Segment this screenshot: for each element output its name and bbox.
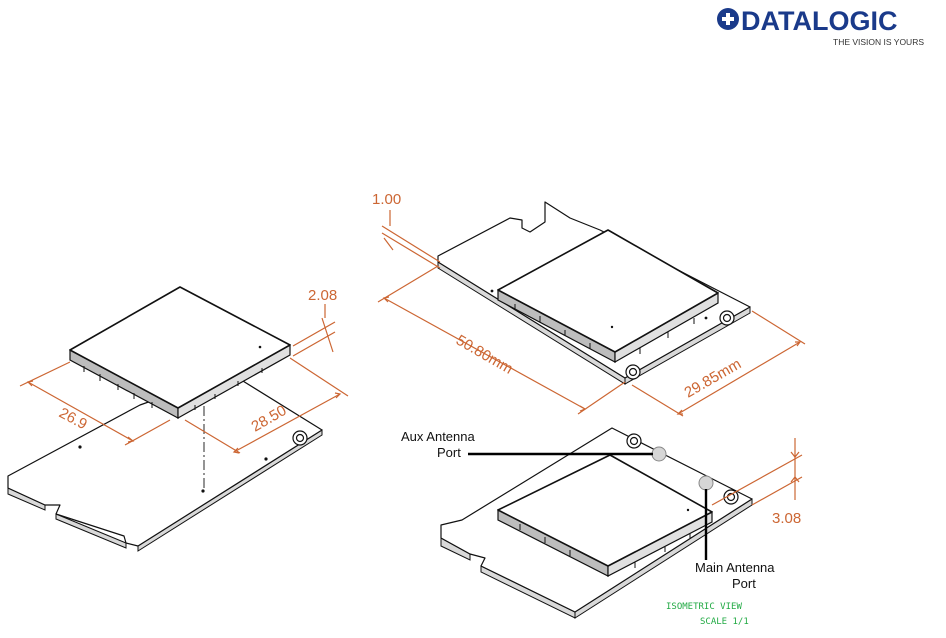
dimension-label-overall-height: 3.08 bbox=[772, 510, 801, 527]
view-title: ISOMETRIC VIEW bbox=[666, 602, 742, 612]
datalogic-logo: DATALOGIC THE VISION IS YOURS bbox=[717, 6, 924, 47]
aux-antenna-label-line1: Aux Antenna bbox=[401, 429, 475, 444]
logo-tagline: THE VISION IS YOURS bbox=[833, 37, 924, 47]
dimension-pcb-thickness: 1.00 bbox=[372, 191, 440, 268]
view-scale: SCALE 1/1 bbox=[700, 617, 749, 627]
datalogic-mark-icon bbox=[717, 8, 739, 30]
dimension-chip-height: 2.08 bbox=[293, 287, 337, 356]
dimension-label-board-length: 50.80mm bbox=[453, 332, 516, 378]
logo-wordmark: DATALOGIC bbox=[741, 6, 897, 36]
main-antenna-port bbox=[699, 476, 713, 490]
assembled-view-top: 1.00 50.80mm 29.85mm bbox=[372, 191, 805, 416]
main-antenna-label-line2: Port bbox=[732, 576, 756, 591]
aux-antenna-port bbox=[652, 447, 666, 461]
dimension-label-board-width: 29.85mm bbox=[682, 355, 745, 401]
assembled-view-bottom: Aux Antenna Port Main Antenna Port 3.08 … bbox=[401, 428, 802, 627]
aux-antenna-label-line2: Port bbox=[437, 445, 461, 460]
dimension-label-pcb-thickness: 1.00 bbox=[372, 191, 401, 208]
exploded-view: 26.9 28.50 2.08 bbox=[8, 287, 348, 551]
dimension-label-chip-height: 2.08 bbox=[308, 287, 337, 304]
dimension-label-chip-width: 26.9 bbox=[56, 405, 90, 434]
main-antenna-label-line1: Main Antenna bbox=[695, 560, 775, 575]
